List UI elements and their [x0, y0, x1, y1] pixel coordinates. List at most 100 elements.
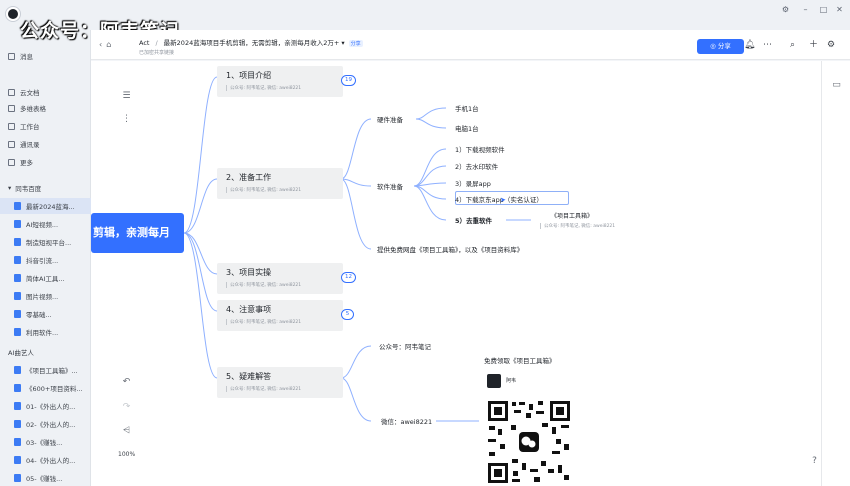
document-subtitle: 已加密共享链接 [139, 50, 175, 56]
settings-icon[interactable]: ⚙ [781, 5, 790, 14]
undo-icon[interactable]: ↶ [122, 377, 131, 387]
subtopic-item[interactable]: 3）录屏app [455, 180, 491, 188]
sidebar-item-workplace[interactable]: 工作台 [0, 118, 91, 134]
maximize-icon[interactable]: □ [819, 5, 828, 14]
sidebar-doc-item[interactable]: 03-《赚钱... [0, 434, 91, 450]
doc-icon [14, 456, 21, 464]
sidebar-doc-item[interactable]: 抖音引流... [0, 252, 91, 268]
sidebar-doc-item[interactable]: 《600+项目资料... [0, 380, 91, 396]
doc-icon [14, 292, 21, 300]
selected-node-outline[interactable] [455, 191, 569, 205]
sidebar-section-label: 同韦百度 [15, 185, 42, 193]
subtopic-gzh[interactable]: 公众号：阿韦笔记 [379, 343, 431, 351]
more-icon[interactable]: ⋯ [763, 40, 772, 50]
settings-icon[interactable]: ⚙ [827, 40, 836, 50]
central-topic[interactable]: 剪辑，亲测每月 [91, 213, 184, 253]
subtopic-item[interactable]: 手机1台 [455, 105, 479, 113]
topic-title: 3、项目实操 [226, 268, 272, 277]
sidebar-doc-item[interactable]: 利用软件... [0, 324, 91, 340]
sidebar-item-docs[interactable]: 云文档 [0, 84, 91, 100]
collapsed-count-badge[interactable]: 5 [341, 309, 354, 320]
subtopic-free-tip[interactable]: 提供免费网盘《项目工具箱》，以及《项目资料库》 [377, 246, 524, 254]
share-button-label: 分享 [717, 42, 731, 50]
share-badge: 分享 [348, 40, 363, 47]
sidebar-item-messages[interactable]: 消息 [0, 48, 91, 64]
sidebar-doc-item[interactable]: 04-《外出人的... [0, 452, 91, 468]
help-icon[interactable]: ? [812, 456, 817, 466]
doc-icon [14, 274, 21, 282]
subtopic-wechat[interactable]: 微信：awei8221 [381, 418, 433, 426]
sidebar-doc-item[interactable]: 02-《外出人的... [0, 416, 91, 432]
redo-icon[interactable]: ↷ [122, 402, 131, 412]
chevron-down-icon[interactable]: ▾ [339, 39, 345, 47]
sidebar-item-more[interactable]: 更多 [0, 154, 91, 170]
outline-icon[interactable]: ☰ [122, 91, 131, 101]
workplace-icon [8, 122, 15, 130]
subtopic-software[interactable]: 软件准备 [377, 183, 403, 191]
sidebar-item-label: 多维表格 [20, 105, 46, 113]
collapsed-count-badge[interactable]: 19 [341, 75, 356, 86]
title-bar: ⚙ – □ ✕ [0, 0, 850, 30]
home-icon[interactable]: ⌂ [106, 40, 116, 49]
topic-node[interactable]: 5、疑难解答 公众号: 阿韦笔记, 微信: awei8221 [217, 367, 343, 398]
share-button[interactable]: ◎ 分享 [697, 39, 744, 54]
sidebar-item-contacts[interactable]: 通讯录 [0, 136, 91, 152]
sidebar-doc-label: 《600+项目资料... [26, 385, 83, 393]
sidebar-doc-label: 05-《赚钱... [26, 475, 63, 483]
tools-note: 公众号: 阿韦笔记, 微信: awei8221 [540, 223, 615, 229]
subtopic-item[interactable]: 电脑1台 [455, 125, 479, 133]
subtopic-item[interactable]: 5）去重软件 [455, 217, 493, 225]
breadcrumb-separator: / [155, 39, 158, 47]
sidebar-doc-item[interactable]: 零基础... [0, 306, 91, 322]
minimize-icon[interactable]: – [803, 5, 808, 14]
collapsed-count-badge[interactable]: 12 [341, 272, 356, 283]
sidebar-section-header[interactable]: ▾同韦百度 [0, 180, 91, 196]
nav-arrows: ‹⌂ [99, 40, 115, 49]
sidebar-doc-item[interactable]: AI短视频... [0, 216, 91, 232]
subtopic-item[interactable]: 2）去水印软件 [455, 163, 499, 171]
zoom-level[interactable]: 100% [118, 451, 136, 458]
topic-note: 公众号: 阿韦笔记, 微信: awei8221 [226, 282, 301, 288]
subtopic-item-selected[interactable]: 4）下载京东app（实名认证） [455, 196, 543, 204]
topic-title: 1、项目介绍 [226, 71, 272, 80]
sidebar-doc-label: 02-《外出人的... [26, 421, 76, 429]
subtopic-hardware[interactable]: 硬件准备 [377, 116, 403, 124]
doc-icon [14, 474, 21, 482]
sidebar-item-label: 更多 [20, 159, 33, 167]
share-icon: ◎ [710, 42, 718, 50]
back-icon[interactable]: ‹ [99, 40, 107, 49]
comment-icon[interactable]: ▭ [832, 80, 841, 90]
layout-icon[interactable]: ⩤ [122, 426, 131, 436]
topic-note: 公众号: 阿韦笔记, 微信: awei8221 [226, 85, 301, 91]
close-icon[interactable]: ✕ [836, 5, 843, 14]
add-icon[interactable]: ＋ [809, 40, 819, 50]
topic-note: 公众号: 阿韦笔记, 微信: awei8221 [226, 319, 301, 325]
breadcrumb: Act / 最新2024蓝海项目手机剪辑，无需剪辑，亲测每月收入2万+ ▾分享 [139, 37, 363, 47]
sidebar-doc-item[interactable]: 01-《外出人的... [0, 398, 91, 414]
topic-node[interactable]: 3、项目实操 公众号: 阿韦笔记, 微信: awei8221 [217, 263, 343, 294]
notification-icon[interactable]: 🔔︎ [744, 40, 756, 50]
sidebar-doc-item[interactable]: 制造短视平台... [0, 234, 91, 250]
sidebar-doc-item[interactable]: 最新2024蓝海... [0, 198, 91, 214]
sidebar-doc-label: 抖音引流... [26, 257, 59, 265]
doc-icon [14, 256, 21, 264]
sidebar-doc-item[interactable]: 简体AI工具... [0, 270, 91, 286]
sidebar-section-header[interactable]: AI曲艺人 [0, 344, 91, 360]
topic-title: 2、准备工作 [226, 173, 272, 182]
breadcrumb-root[interactable]: Act [139, 39, 150, 47]
sidebar-doc-item[interactable]: 05-《赚钱... [0, 470, 91, 486]
sidebar-doc-item[interactable]: 《项目工具箱》... [0, 362, 91, 378]
tools-link[interactable]: 《项目工具箱》 [551, 213, 594, 220]
document-title[interactable]: 最新2024蓝海项目手机剪辑，无需剪辑，亲测每月收入2万+ [163, 39, 340, 47]
search-icon[interactable]: ⌕ [790, 40, 796, 50]
sidebar-doc-label: 制造短视平台... [26, 239, 72, 247]
topic-node[interactable]: 4、注意事项 公众号: 阿韦笔记, 微信: awei8221 [217, 300, 343, 331]
topic-node[interactable]: 2、准备工作 公众号: 阿韦笔记, 微信: awei8221 [217, 168, 343, 199]
sidebar-doc-item[interactable]: 图片视频... [0, 288, 91, 304]
structure-icon[interactable]: ⋮ [122, 114, 131, 124]
subtopic-item[interactable]: 1）下载视频软件 [455, 146, 505, 154]
mindmap-canvas[interactable]: ☰ ⋮ ↶ ↷ ⩤ 100% 剪辑，亲测每月 1、项目介绍 公众号: 阿韦笔记,… [91, 61, 821, 486]
sidebar-item-label: 消息 [20, 53, 33, 61]
sidebar-item-base[interactable]: 多维表格 [0, 100, 91, 116]
topic-node[interactable]: 1、项目介绍 公众号: 阿韦笔记, 微信: awei8221 [217, 66, 343, 97]
